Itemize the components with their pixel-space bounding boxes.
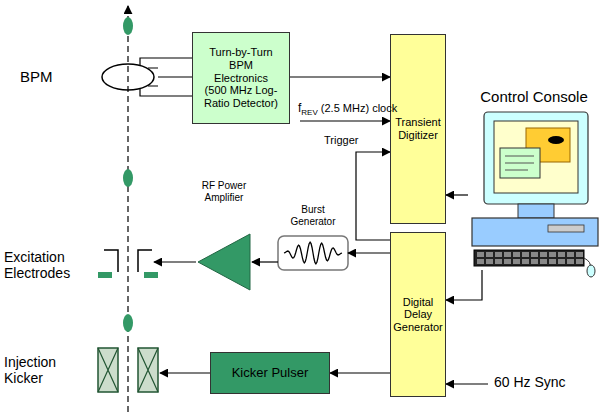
beam-bunch <box>123 314 133 332</box>
key <box>540 252 547 257</box>
key <box>549 252 556 257</box>
key <box>513 252 520 257</box>
key <box>477 259 484 264</box>
sync-signal-line <box>446 383 488 384</box>
node-label: Turn-by-Turn BPM Electronics (500 MHz Lo… <box>203 46 279 109</box>
signal-connector <box>158 76 192 77</box>
key <box>504 252 511 257</box>
signal-connector <box>446 270 482 300</box>
window-lines <box>505 156 534 170</box>
node-label: Transient Digitizer <box>395 116 441 141</box>
node-label: Burst Generator <box>278 204 348 227</box>
burst-generator-box <box>278 236 348 270</box>
signal-connector <box>290 76 390 77</box>
node-label: Digital Delay Generator <box>393 296 443 334</box>
key <box>486 252 493 257</box>
beam-bunch <box>123 169 133 187</box>
burst-waveform <box>284 242 342 264</box>
disk-drive <box>548 225 584 232</box>
keyboard-keys <box>477 252 583 264</box>
kicker-pulser-box: Kicker Pulser <box>210 352 330 394</box>
sync-label: 60 Hz Sync <box>494 374 566 390</box>
bpm-electronics-box: Turn-by-Turn BPM Electronics (500 MHz Lo… <box>192 32 290 124</box>
console-node: Control Console <box>468 88 600 270</box>
signal-connector <box>330 372 390 373</box>
electrode-plate <box>104 250 152 272</box>
signal-connector <box>160 372 210 373</box>
kicker-cross <box>138 348 158 392</box>
key <box>495 259 502 264</box>
key <box>567 252 574 257</box>
key <box>576 252 583 257</box>
screen-window <box>500 148 540 178</box>
beam-bunch <box>123 17 133 35</box>
monitor-stand <box>518 204 554 218</box>
node-label: Injection Kicker <box>4 354 86 386</box>
screen-icon <box>548 136 564 144</box>
clock-label: fREV (2.5 MHz) clock <box>298 102 397 117</box>
edge-label: Trigger <box>322 134 360 146</box>
signal-note: (2.5 MHz) clock <box>321 102 397 114</box>
key <box>549 259 556 264</box>
monitor-screen <box>494 121 578 193</box>
delay-generator-box: Digital Delay Generator <box>390 232 446 397</box>
key <box>540 259 547 264</box>
key <box>576 259 583 264</box>
key <box>504 259 511 264</box>
kicker-magnet <box>98 348 118 392</box>
signal-name: 60 Hz Sync <box>494 374 566 390</box>
signal-connector <box>446 194 468 195</box>
signal-name: f <box>298 101 301 115</box>
computer-case <box>472 218 598 246</box>
clock-signal-line <box>300 120 390 121</box>
kicker-magnet <box>138 348 158 392</box>
bpm-node: BPM <box>20 60 158 94</box>
node-label: Control Console <box>480 88 588 105</box>
bpm-pickup <box>102 64 154 90</box>
key <box>513 259 520 264</box>
keyboard <box>474 250 584 266</box>
electrode-mount <box>98 272 112 278</box>
signal-connector <box>154 261 196 262</box>
monitor-frame <box>484 112 588 204</box>
key <box>495 252 502 257</box>
key <box>477 252 484 257</box>
electrode-mount <box>144 272 158 278</box>
mouse <box>587 265 595 277</box>
node-label: Kicker Pulser <box>232 366 309 381</box>
key <box>486 259 493 264</box>
electrodes-node: Excitation Electrodes <box>4 244 154 286</box>
signal-connector <box>356 152 390 240</box>
signal-subscript: REV <box>301 108 317 117</box>
key <box>567 259 574 264</box>
digitizer-box: Transient Digitizer <box>390 34 446 224</box>
key <box>522 252 529 257</box>
key <box>531 259 538 264</box>
signal-connector <box>348 252 390 253</box>
kicker-node: Injection Kicker <box>4 345 160 395</box>
amplifier-node: RF Power Amplifier <box>196 180 252 292</box>
beam-line <box>127 6 128 412</box>
node-label: Excitation Electrodes <box>4 249 86 281</box>
signal-connector <box>252 261 278 262</box>
key <box>531 252 538 257</box>
amplifier-triangle <box>198 234 250 290</box>
bpm-wire <box>140 58 192 96</box>
key <box>558 259 565 264</box>
node-label: BPM <box>20 68 53 85</box>
kicker-cross <box>98 348 118 392</box>
key <box>522 259 529 264</box>
node-label: RF Power Amplifier <box>196 180 252 203</box>
burst-generator-node: Burst Generator <box>278 204 348 270</box>
key <box>558 252 565 257</box>
